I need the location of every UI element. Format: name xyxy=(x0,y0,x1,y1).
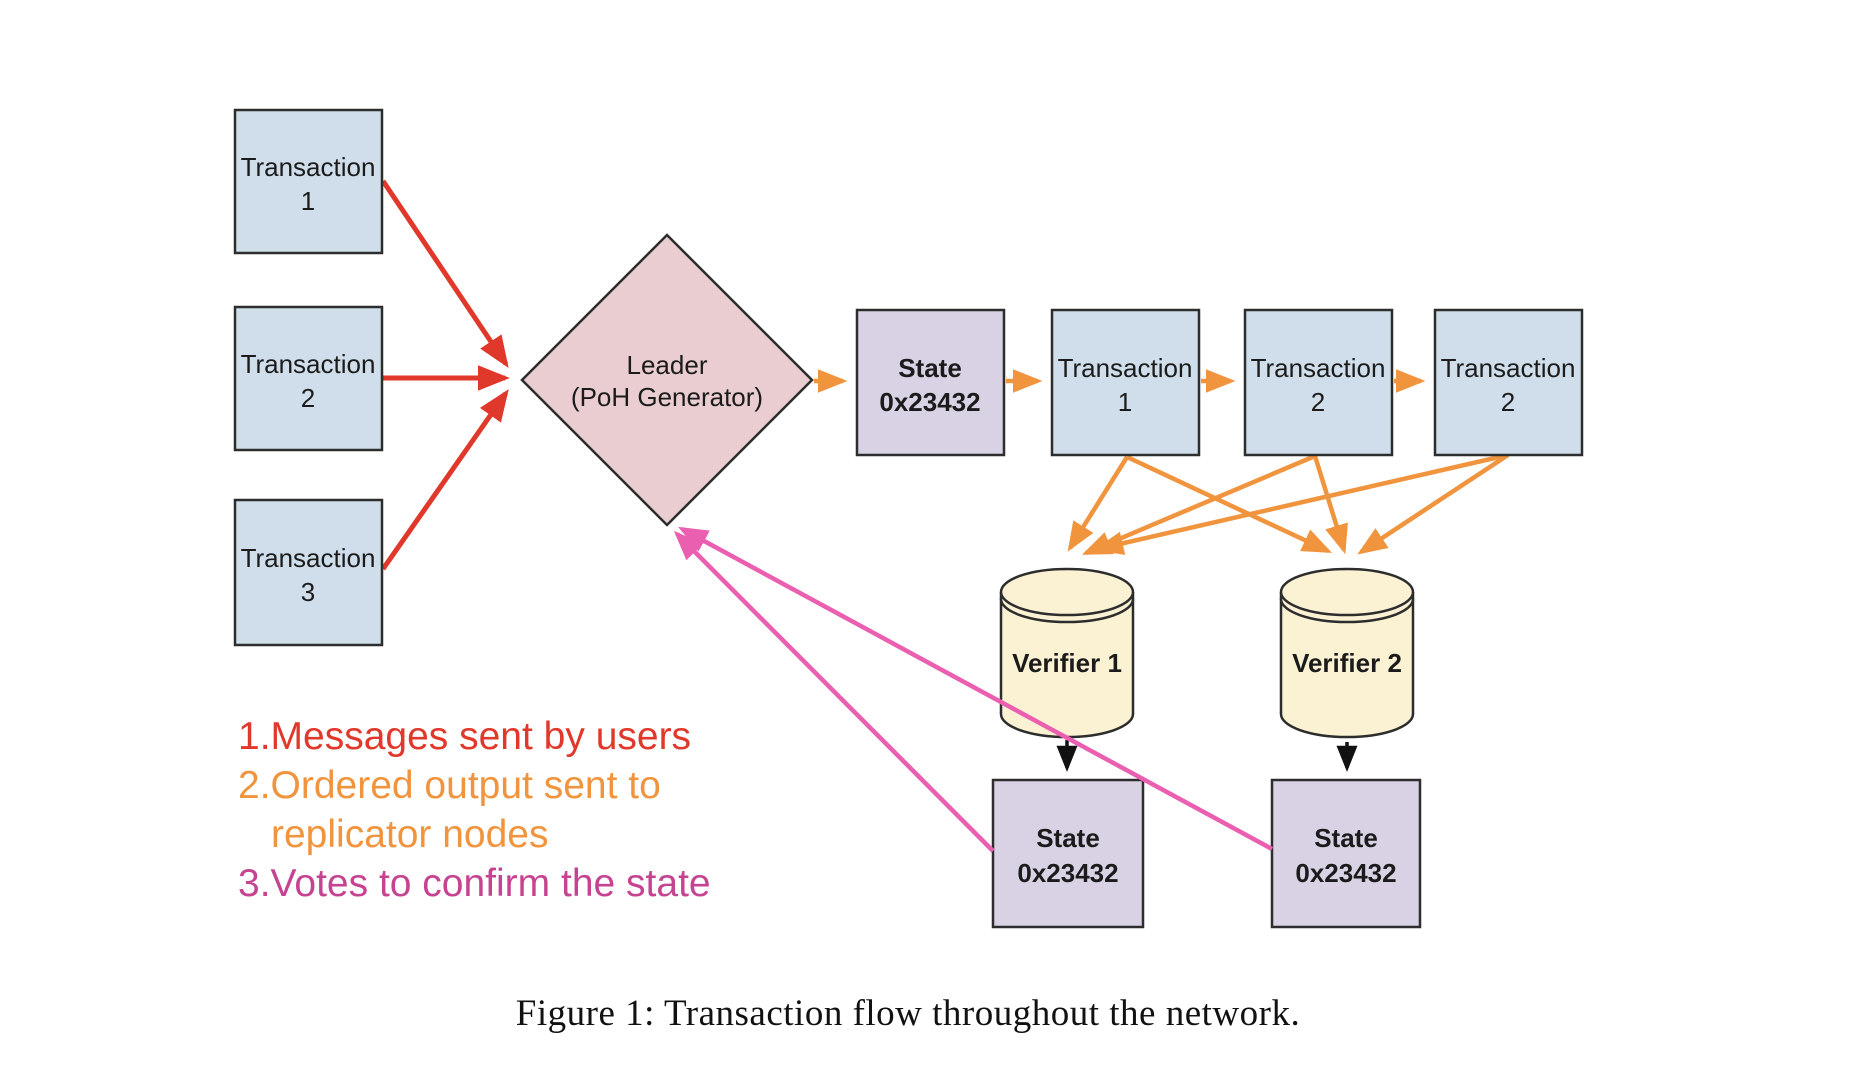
legend-item-votes: 3.Votes to confirm the state xyxy=(238,859,816,908)
node-user-transaction-2: Transaction 2 xyxy=(233,305,384,452)
node-chain-state: State 0x23432 xyxy=(855,308,1006,457)
arrow-tx1-to-leader xyxy=(380,179,509,368)
node-verifier-2-cylinder: Verifier 2 xyxy=(1279,567,1415,739)
legend-item-number: 3. xyxy=(238,862,271,905)
node-chain-transaction-2b: Transaction 2 xyxy=(1433,308,1584,457)
svg-text:3: 3 xyxy=(301,577,315,607)
arrow-state2-vote-to-leader xyxy=(678,526,1274,851)
svg-text:1: 1 xyxy=(301,186,315,216)
node-user-transaction-3: Transaction 3 xyxy=(233,498,384,647)
svg-text:Transaction: Transaction xyxy=(1251,353,1386,383)
arrow-chain-tx1-to-verifier1 xyxy=(1067,455,1129,552)
svg-text:0x23432: 0x23432 xyxy=(1017,858,1118,888)
legend-item-ordered-output: 2.Ordered output sent to replicator node… xyxy=(238,761,816,859)
svg-text:2: 2 xyxy=(1311,387,1325,417)
svg-text:State: State xyxy=(1314,823,1378,853)
svg-text:(PoH Generator): (PoH Generator) xyxy=(571,382,763,412)
node-chain-transaction-1: Transaction 1 xyxy=(1050,308,1201,457)
node-user-transaction-1: Transaction 1 xyxy=(233,108,384,255)
node-verifier-1-cylinder: Verifier 1 xyxy=(999,567,1135,739)
arrow-chain-tx1-to-verifier2 xyxy=(1126,454,1333,554)
svg-text:State: State xyxy=(1036,823,1100,853)
svg-text:State: State xyxy=(898,353,962,383)
node-verifier2-state: State 0x23432 xyxy=(1270,778,1422,929)
svg-text:Leader: Leader xyxy=(627,350,708,380)
legend-item-number: 2. xyxy=(238,764,271,807)
arrow-chain-tx2b-to-verifier2 xyxy=(1357,453,1510,555)
arrow-chain-tx2b-to-verifier1 xyxy=(1093,452,1509,555)
legend-item-text: Votes to confirm the state xyxy=(270,862,711,905)
figure-caption: Figure 1: Transaction flow throughout th… xyxy=(515,993,1301,1034)
node-leader-diamond: Leader (PoH Generator) xyxy=(520,233,814,527)
legend-item-number: 1. xyxy=(238,715,271,758)
svg-text:1: 1 xyxy=(1118,387,1132,417)
legend-item-text: Ordered output sent to replicator nodes xyxy=(270,764,661,856)
svg-text:Transaction: Transaction xyxy=(241,349,376,379)
svg-text:Verifier 1: Verifier 1 xyxy=(1012,648,1122,678)
svg-text:Transaction: Transaction xyxy=(1058,353,1193,383)
svg-text:Transaction: Transaction xyxy=(1441,353,1576,383)
arrow-state1-vote-to-leader xyxy=(673,530,995,853)
svg-text:Transaction: Transaction xyxy=(241,543,376,573)
svg-text:0x23432: 0x23432 xyxy=(1295,858,1396,888)
arrow-tx3-to-leader xyxy=(380,389,509,571)
svg-text:2: 2 xyxy=(1501,387,1515,417)
node-chain-transaction-2: Transaction 2 xyxy=(1243,308,1394,457)
node-verifier1-state: State 0x23432 xyxy=(991,778,1145,929)
svg-text:0x23432: 0x23432 xyxy=(879,387,980,417)
legend-item-text: Messages sent by users xyxy=(270,715,692,758)
legend-item-messages: 1.Messages sent by users xyxy=(238,712,816,761)
svg-text:2: 2 xyxy=(301,383,315,413)
svg-text:Transaction: Transaction xyxy=(241,152,376,182)
legend: 1.Messages sent by users 2.Ordered outpu… xyxy=(238,712,816,908)
arrow-chain-tx2-to-verifier2 xyxy=(1312,455,1348,555)
svg-text:Verifier 2: Verifier 2 xyxy=(1292,648,1402,678)
